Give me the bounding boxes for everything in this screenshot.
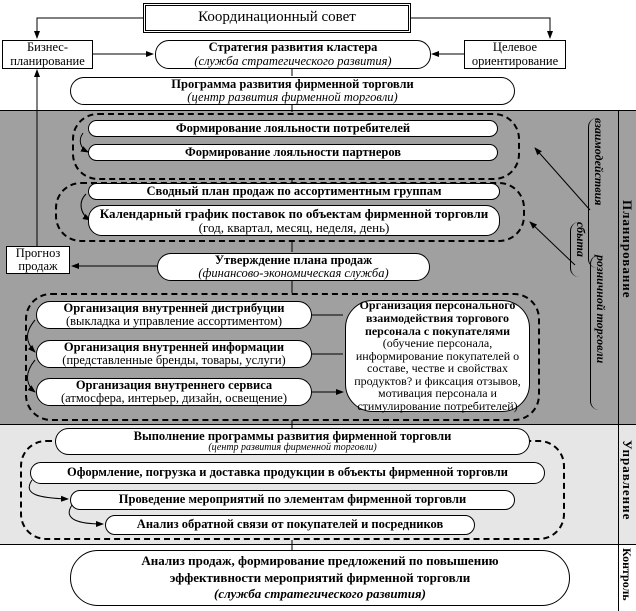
step-delivery: Оформление, погрузка и доставка продукци… — [30, 462, 545, 484]
strategy-owner: (служба стратегического развития) — [194, 53, 392, 68]
step-feedback: Анализ обратной связи от покупателей и п… — [105, 515, 475, 535]
brace-interaction: взаимодействия — [588, 118, 606, 268]
coordination-council: Координационный совет — [143, 3, 411, 33]
analysis-owner: (служба стратегического развития) — [214, 586, 426, 602]
approval-owner: (финансово-экономическая служба) — [198, 266, 389, 280]
business-planning-l2: планирование — [10, 53, 85, 68]
target-l1: Целевое — [492, 40, 538, 55]
stage-divider — [618, 110, 619, 611]
loyalty-consumers: Формирование лояльности потребителей — [88, 120, 498, 137]
internal-2-desc: (атмосфера, интерьер, дизайн, освещение) — [60, 391, 288, 405]
strategy-title: Стратегия развития кластера — [208, 40, 378, 55]
internal-0-title: Организация внутренней дистрибуции — [63, 300, 285, 315]
brace-retail: розничной торговли — [590, 255, 608, 410]
forecast-l2: продаж — [18, 259, 58, 273]
stage-management: Управление — [620, 440, 635, 521]
internal-information: Организация внутренней информации(предст… — [36, 340, 312, 368]
delivery-schedule: Календарный график поставок по объектам … — [88, 205, 500, 236]
brace-sales: сбыта — [570, 222, 588, 277]
business-planning-box: Бизнес-планирование — [2, 40, 93, 69]
internal-distribution: Организация внутренней дистрибуции(выкла… — [36, 301, 312, 329]
stage-control: Контроль — [620, 548, 634, 601]
step-events: Проведение мероприятий по элементам фирм… — [70, 490, 515, 510]
schedule-periods: (год, квартал, месяц, неделя, день) — [198, 219, 390, 235]
strategy-box: Стратегия развития кластера(служба страт… — [155, 40, 431, 69]
target-l2: ориентирование — [471, 53, 559, 68]
stage-planning: Планирование — [620, 200, 635, 299]
execution-box: Выполнение программы развития фирменной … — [55, 428, 530, 455]
execution-title: Выполнение программы развития фирменной … — [133, 428, 452, 443]
forecast-l1: Прогноз — [15, 245, 61, 260]
analysis-l1: Анализ продаж, формирование предложений … — [141, 552, 499, 568]
sales-analysis-box: Анализ продаж, формирование предложений … — [70, 550, 570, 606]
retail-organization-group — [25, 293, 540, 421]
internal-2-title: Организация внутреннего сервиса — [75, 377, 273, 392]
internal-service: Организация внутреннего сервиса(атмосфер… — [36, 378, 312, 406]
personal-interaction-box: Организация персонального взаимодействия… — [345, 298, 530, 414]
analysis-l2: эффективности мероприятий фирменной торг… — [169, 569, 471, 585]
personal-desc: (обучение персонала, информирование поку… — [354, 336, 521, 414]
personal-title: Организация персонального взаимодействия… — [359, 298, 516, 338]
business-planning-l1: Бизнес- — [26, 40, 69, 55]
approval-box: Утверждение плана продаж(финансово-эконо… — [157, 253, 430, 281]
approval-title: Утверждение плана продаж — [214, 252, 373, 267]
program-owner: (центр развития фирменной торговли) — [187, 90, 398, 104]
program-box: Программа развития фирменной торговли(це… — [70, 77, 515, 105]
schedule-title: Календарный график поставок по объектам … — [99, 205, 489, 221]
internal-1-desc: (представленные бренды, товары, услуги) — [62, 353, 286, 367]
program-title: Программа развития фирменной торговли — [171, 76, 414, 91]
internal-0-desc: (выкладка и управление ассортиментом) — [65, 314, 283, 328]
loyalty-partners: Формирование лояльности партнеров — [88, 144, 498, 161]
execution-owner: (центр развития фирменной торговли) — [208, 441, 377, 453]
loyalty-group — [72, 113, 520, 180]
summary-sales-plan: Сводный план продаж по ассортиментным гр… — [88, 183, 500, 200]
internal-1-title: Организация внутренней информации — [63, 339, 285, 354]
